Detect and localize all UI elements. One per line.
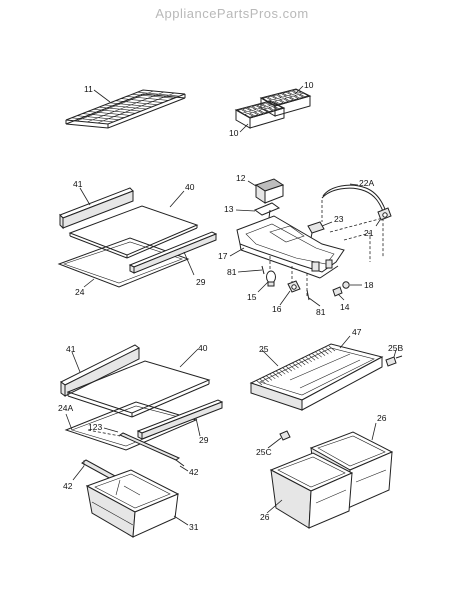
- callout-15: 15: [247, 292, 257, 302]
- callout-26-right: 26: [377, 413, 387, 423]
- ice-bucket-part-12: [254, 178, 285, 204]
- callout-26-left: 26: [260, 512, 270, 522]
- callout-17: 17: [218, 251, 228, 261]
- callout-labels: 11 10 10 41 40 24 29 12 22A 13 23 21 17 …: [58, 80, 403, 532]
- fastener-part-18: [342, 281, 350, 289]
- callout-42-right: 42: [189, 467, 199, 477]
- callout-31: 31: [189, 522, 199, 532]
- shelf-frame-part-24: [57, 237, 190, 288]
- callout-24A: 24A: [58, 403, 73, 413]
- callout-12: 12: [236, 173, 246, 183]
- callout-13: 13: [224, 204, 234, 214]
- wire-shelf-part-11: [65, 89, 186, 129]
- shelf-rail-part-29-upper: [128, 231, 218, 274]
- callout-22A: 22A: [359, 178, 374, 188]
- callout-25: 25: [259, 344, 269, 354]
- callout-14: 14: [340, 302, 350, 312]
- shelf-trim-part-41-lower: [60, 344, 140, 397]
- callout-25B: 25B: [388, 343, 403, 353]
- callout-25C: 25C: [256, 447, 272, 457]
- watermark: AppliancePartsPros.com: [155, 6, 309, 21]
- end-cap-part-25B: [385, 355, 403, 367]
- callout-81-left: 81: [227, 267, 237, 277]
- ice-maker-housing-part-17: [236, 215, 345, 279]
- crisper-pan-part-31: [85, 469, 180, 538]
- callout-81-right: 81: [316, 307, 326, 317]
- glass-shelf-part-40-upper: [68, 205, 199, 259]
- wire-harness-part-22A: [321, 184, 387, 215]
- callout-10-lower: 10: [229, 128, 239, 138]
- crisper-cover-part-25: [249, 343, 384, 411]
- end-cap-part-25C: [279, 430, 291, 441]
- callout-11: 11: [84, 84, 93, 94]
- callout-24: 24: [75, 287, 85, 297]
- leader-lines: [65, 85, 397, 526]
- callout-23: 23: [334, 214, 344, 224]
- fastener-part-14: [332, 286, 343, 297]
- socket-part-16: [287, 280, 301, 293]
- callout-29-upper: 29: [196, 277, 206, 287]
- glass-shelf-part-40-lower: [66, 360, 211, 418]
- switch-part-23: [307, 221, 325, 239]
- callout-40-lower: 40: [198, 343, 208, 353]
- callout-21: 21: [364, 228, 374, 238]
- callout-40-upper: 40: [185, 182, 195, 192]
- shelf-rail-part-29-lower: [136, 399, 224, 440]
- lamp-part-15: [266, 270, 276, 287]
- callout-16: 16: [272, 304, 282, 314]
- screw-part-81: [261, 265, 310, 301]
- callout-18: 18: [364, 280, 374, 290]
- callout-42-left: 42: [63, 481, 73, 491]
- callout-123: 123: [88, 422, 102, 432]
- connector-part-21: [377, 207, 392, 221]
- callout-41-lower: 41: [66, 344, 76, 354]
- callout-29-lower: 29: [199, 435, 209, 445]
- ice-tray-lower-part-10: [234, 100, 286, 129]
- rail-part-123: [87, 429, 185, 467]
- callout-47: 47: [352, 327, 362, 337]
- callout-41-upper: 41: [73, 179, 83, 189]
- shelf-trim-part-41-upper: [59, 187, 134, 230]
- dashed-guides: [269, 200, 384, 296]
- crisper-drawer-part-26-left: [269, 452, 354, 529]
- callout-10-upper: 10: [304, 80, 314, 90]
